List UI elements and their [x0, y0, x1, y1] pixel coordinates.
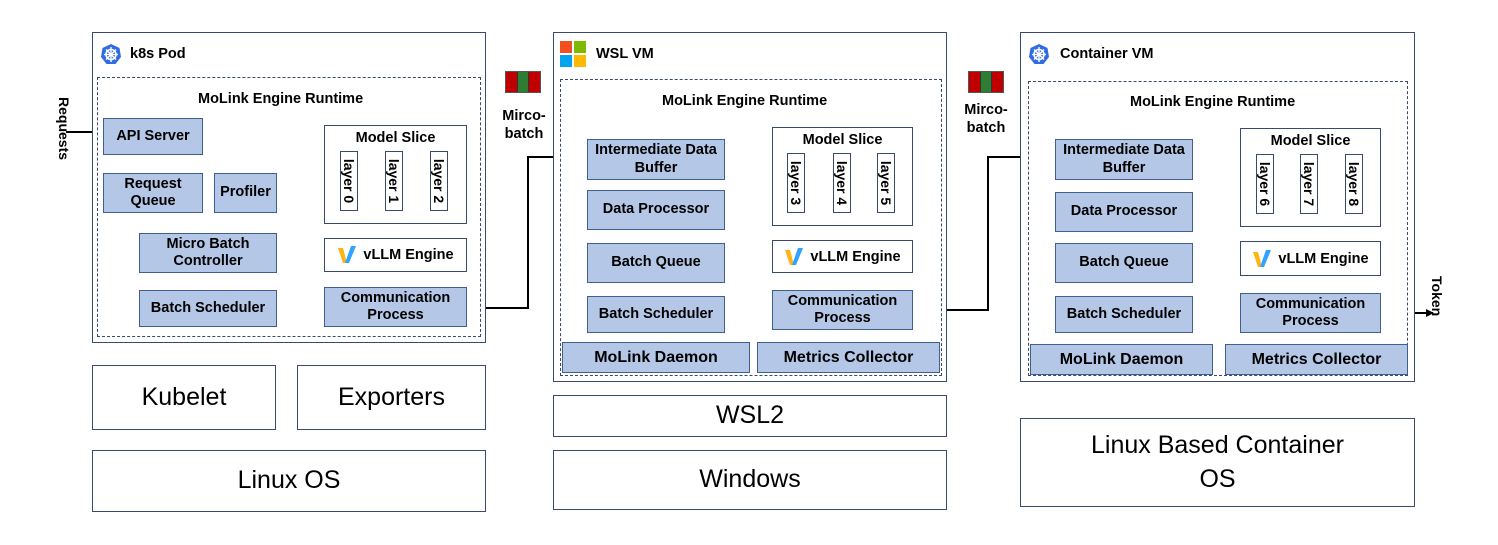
- vllm-engine-box: vLLM Engine: [324, 238, 467, 272]
- data-processor-box: Data Processor: [587, 190, 725, 230]
- layer-block: layer 4: [833, 153, 851, 213]
- batch-scheduler-box: Batch Scheduler: [139, 290, 277, 327]
- molink-runtime-region: [97, 77, 481, 337]
- microbatch-icon: [505, 71, 541, 93]
- requests-label: Requests: [56, 97, 72, 161]
- model-slice-title: Model Slice: [802, 132, 883, 148]
- microbatch-label-1: Mirco-batch: [502, 108, 546, 143]
- layer-block: layer 5: [877, 153, 895, 213]
- layer-block: layer 8: [1345, 154, 1363, 214]
- molink-runtime-region: [1028, 81, 1408, 376]
- communication-process-box: Communication Process: [324, 287, 467, 327]
- model-slice-title: Model Slice: [355, 130, 436, 146]
- batch-queue-box: Batch Queue: [1055, 243, 1193, 283]
- metrics-collector-box: Metrics Collector: [1225, 344, 1408, 375]
- vllm-engine-label: vLLM Engine: [363, 247, 454, 263]
- molink-daemon-box: MoLink Daemon: [562, 342, 750, 373]
- runtime-title: MoLink Engine Runtime: [1130, 94, 1296, 110]
- micro-batch-controller-box: Micro Batch Controller: [139, 233, 277, 273]
- layer-block: layer 3: [787, 153, 805, 213]
- runtime-title: MoLink Engine Runtime: [198, 91, 364, 107]
- runtime-title: MoLink Engine Runtime: [662, 93, 828, 109]
- vllm-logo-icon: [785, 247, 804, 265]
- windows-box: Windows: [553, 450, 947, 510]
- layer-block: layer 2: [430, 151, 448, 211]
- intermediate-data-buffer-box: Intermediate Data Buffer: [1055, 139, 1193, 180]
- k8s-pod-title: k8s Pod: [130, 46, 186, 62]
- wsl-vm-title: WSL VM: [596, 46, 654, 62]
- layer-block: layer 1: [385, 151, 403, 211]
- vllm-engine-label: vLLM Engine: [1278, 250, 1369, 267]
- kubelet-box: Kubelet: [92, 365, 276, 430]
- batch-scheduler-box: Batch Scheduler: [1055, 296, 1193, 333]
- profiler-box: Profiler: [214, 173, 277, 213]
- layer-block: layer 0: [340, 151, 358, 211]
- metrics-collector-box: Metrics Collector: [757, 342, 940, 373]
- molink-daemon-box: MoLink Daemon: [1030, 344, 1213, 375]
- vllm-logo-icon: [338, 246, 357, 263]
- communication-process-box: Communication Process: [1240, 293, 1381, 333]
- model-slice-title: Model Slice: [1270, 133, 1351, 149]
- vllm-engine-box: vLLM Engine: [1240, 241, 1381, 276]
- intermediate-data-buffer-box: Intermediate Data Buffer: [587, 139, 725, 180]
- communication-process-box: Communication Process: [772, 290, 913, 330]
- token-label: Token: [1429, 276, 1445, 317]
- request-queue-box: Request Queue: [103, 173, 203, 213]
- vllm-logo-icon: [1253, 249, 1272, 267]
- molink-runtime-region: [560, 79, 942, 376]
- layer-block: layer 6: [1256, 154, 1274, 214]
- kubernetes-icon: [1028, 43, 1050, 65]
- container-vm-title: Container VM: [1060, 46, 1154, 62]
- data-processor-box: Data Processor: [1055, 192, 1193, 232]
- batch-queue-box: Batch Queue: [587, 243, 725, 283]
- exporters-box: Exporters: [297, 365, 486, 430]
- layer-block: layer 7: [1300, 154, 1318, 214]
- microbatch-label-2: Mirco-batch: [964, 102, 1008, 137]
- batch-scheduler-box: Batch Scheduler: [587, 296, 725, 333]
- vllm-engine-box: vLLM Engine: [772, 240, 913, 273]
- kubernetes-icon: [100, 43, 122, 65]
- windows-icon: [560, 41, 586, 67]
- api-server-box: API Server: [103, 118, 203, 155]
- container-os-box: Linux Based Container OS: [1020, 418, 1415, 507]
- linux-os-box: Linux OS: [92, 450, 486, 512]
- microbatch-icon: [968, 71, 1004, 93]
- vllm-engine-label: vLLM Engine: [810, 248, 901, 265]
- wsl2-box: WSL2: [553, 395, 947, 437]
